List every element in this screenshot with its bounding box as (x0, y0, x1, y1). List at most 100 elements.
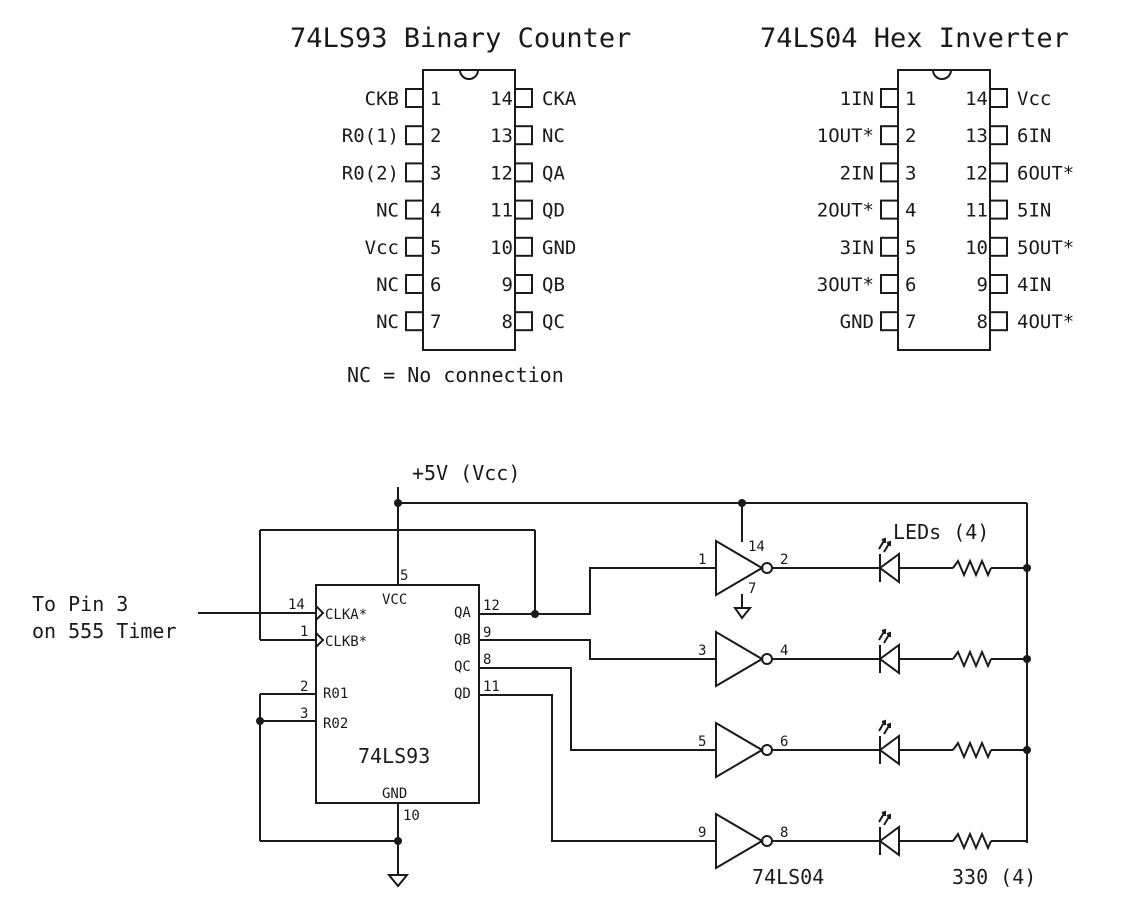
circuit: +5V (Vcc) To Pin 3 on 555 Timer 5 VCC 14… (32, 461, 1036, 889)
pin-number: 6 (905, 274, 916, 296)
junction-dot (1023, 564, 1031, 572)
pin-number: 11 (965, 200, 988, 222)
pinout-title: 74LS04 Hex Inverter (760, 23, 1069, 54)
pin-label: CLKA* (325, 607, 367, 623)
pin-pad (989, 199, 1008, 220)
pin-number: 5 (430, 237, 441, 259)
led-icon (878, 552, 900, 584)
pin-label: 6IN (1017, 125, 1051, 147)
pin-row-left: 7 NC (376, 311, 441, 333)
pin-row-left: 5 3IN (840, 236, 916, 259)
junction-dot (394, 499, 402, 507)
pin-label: CKB (365, 88, 399, 110)
pin-label: 4OUT* (1017, 311, 1074, 333)
chip-notch-icon (459, 69, 479, 80)
pin-number: 8 (502, 311, 513, 333)
resistor-icon (952, 831, 992, 851)
pin-number: 2 (300, 679, 308, 695)
pin-number: 13 (965, 125, 988, 147)
pin-number: 5 (905, 237, 916, 259)
light-emission-icon (878, 719, 891, 735)
pin-pad (514, 311, 533, 332)
pin-number: 3 (698, 643, 706, 659)
inverter-gate-icon (715, 539, 764, 597)
pin-pad (405, 88, 424, 108)
pin-pad (514, 162, 533, 183)
pin-number: 8 (483, 652, 491, 668)
pin-pad (880, 199, 899, 220)
nc-note: NC = No connection (347, 363, 564, 387)
pin-label: 3IN (840, 237, 874, 259)
pin-pad (989, 125, 1008, 146)
pin-pad (405, 162, 424, 183)
pin-label: GND (542, 237, 576, 259)
pin-number: 14 (490, 88, 513, 110)
input-label-line2: on 555 Timer (32, 619, 177, 643)
pin-label: 6OUT* (1017, 162, 1074, 184)
ground-icon (386, 874, 410, 888)
pin-number: 14 (748, 539, 765, 555)
led-icon (878, 825, 900, 857)
pin-row-right: 13 6IN (965, 125, 1051, 147)
junction-dot (394, 837, 402, 845)
pin-pad (880, 311, 899, 332)
pin-pad (514, 236, 533, 257)
pin-number: 3 (300, 706, 308, 722)
leds-label: LEDs (4) (893, 520, 989, 544)
pin-number: 4 (905, 200, 916, 222)
pin-label: R01 (323, 686, 348, 702)
clock-input-icon (315, 632, 325, 648)
pin-label: R0(1) (342, 125, 399, 147)
pin-number: 9 (977, 274, 988, 296)
pin-number: 12 (490, 162, 513, 184)
pin-label: GND (840, 311, 874, 333)
pin-label: R02 (323, 716, 348, 732)
pin-label: 5OUT* (1017, 237, 1074, 259)
pin-number: 14 (288, 597, 305, 613)
pin-number: 2 (430, 125, 441, 147)
pin-pad (989, 88, 1008, 108)
pin-number: 1 (905, 88, 916, 110)
wire-qd (479, 694, 716, 842)
input-label-line1: To Pin 3 (32, 592, 128, 616)
light-emission-icon (878, 810, 891, 826)
pin-number: 3 (430, 162, 441, 184)
pin-label: NC (376, 311, 399, 333)
pin-number: 7 (430, 311, 441, 333)
pin-number: 13 (490, 125, 513, 147)
light-emission-icon (878, 628, 891, 644)
pin-label: Vcc (1017, 88, 1051, 110)
pin-pad (514, 199, 533, 220)
pin-number: 14 (965, 88, 988, 110)
pin-pad (880, 88, 899, 108)
pin-label: 1IN (840, 88, 874, 110)
wire-qc (479, 667, 716, 751)
pin-pad (405, 311, 424, 332)
pin-number: 3 (905, 162, 916, 184)
pin-pad (989, 311, 1008, 332)
pin-row-left: 6NC (376, 274, 441, 296)
pin-label: QA (542, 162, 565, 184)
pin-label: QD (454, 686, 471, 702)
pin-number: 6 (780, 734, 788, 750)
counter-name: 74LS93 (358, 744, 430, 768)
pinout-title: 74LS93 Binary Counter (290, 23, 631, 54)
pin-number: 1 (698, 552, 706, 568)
pin-label: QB (542, 274, 565, 296)
inverter-gate-icon (715, 812, 764, 870)
chip-notch-icon (932, 69, 952, 80)
